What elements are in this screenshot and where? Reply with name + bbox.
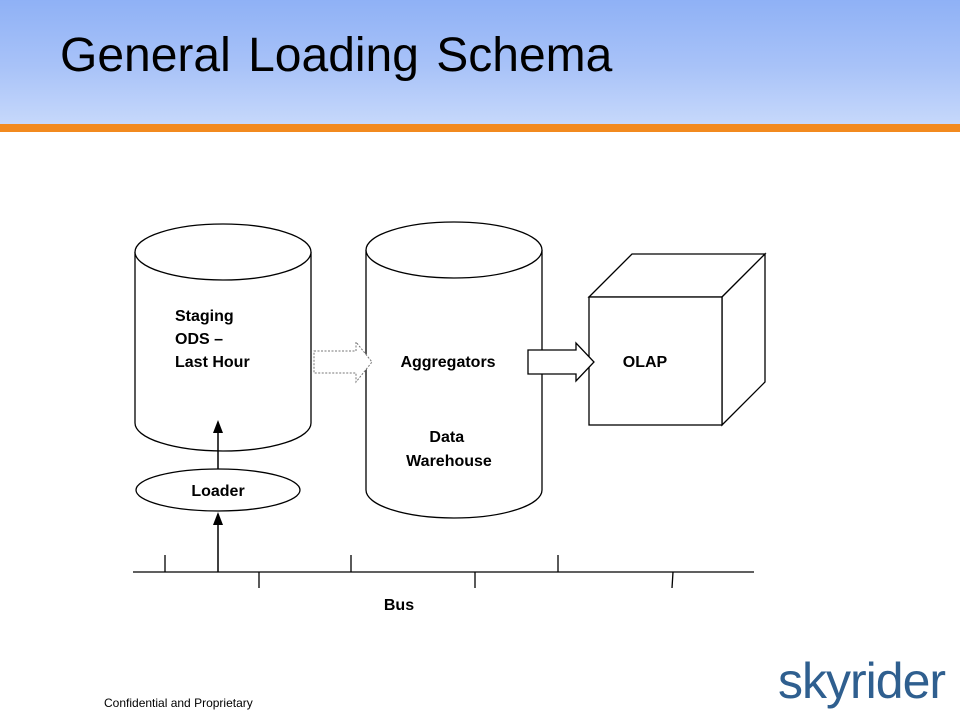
olap-cube xyxy=(587,252,767,427)
staging-ods-cylinder xyxy=(134,223,312,452)
orange-divider xyxy=(0,124,960,132)
bus-to-loader-arrowhead xyxy=(213,512,223,525)
data-warehouse-cylinder xyxy=(365,221,543,519)
olap-label: OLAP xyxy=(623,354,668,371)
data-warehouse-label: Data Warehouse xyxy=(406,429,492,470)
bus-line xyxy=(133,555,754,589)
staging-to-warehouse-arrow xyxy=(313,340,373,384)
warehouse-to-olap-arrow xyxy=(527,341,595,383)
aggregators-label: Aggregators xyxy=(400,354,495,371)
loader-to-staging-arrowhead xyxy=(213,420,223,433)
slide-title: General Loading Schema xyxy=(60,29,613,82)
staging-label: Staging ODS – Last Hour xyxy=(175,308,250,371)
title-banner xyxy=(0,0,960,124)
loader-label: Loader xyxy=(191,483,244,500)
footer-confidential: Confidential and Proprietary xyxy=(104,696,253,710)
skyrider-logo: skyrider xyxy=(778,653,946,709)
bus-label: Bus xyxy=(384,597,414,614)
